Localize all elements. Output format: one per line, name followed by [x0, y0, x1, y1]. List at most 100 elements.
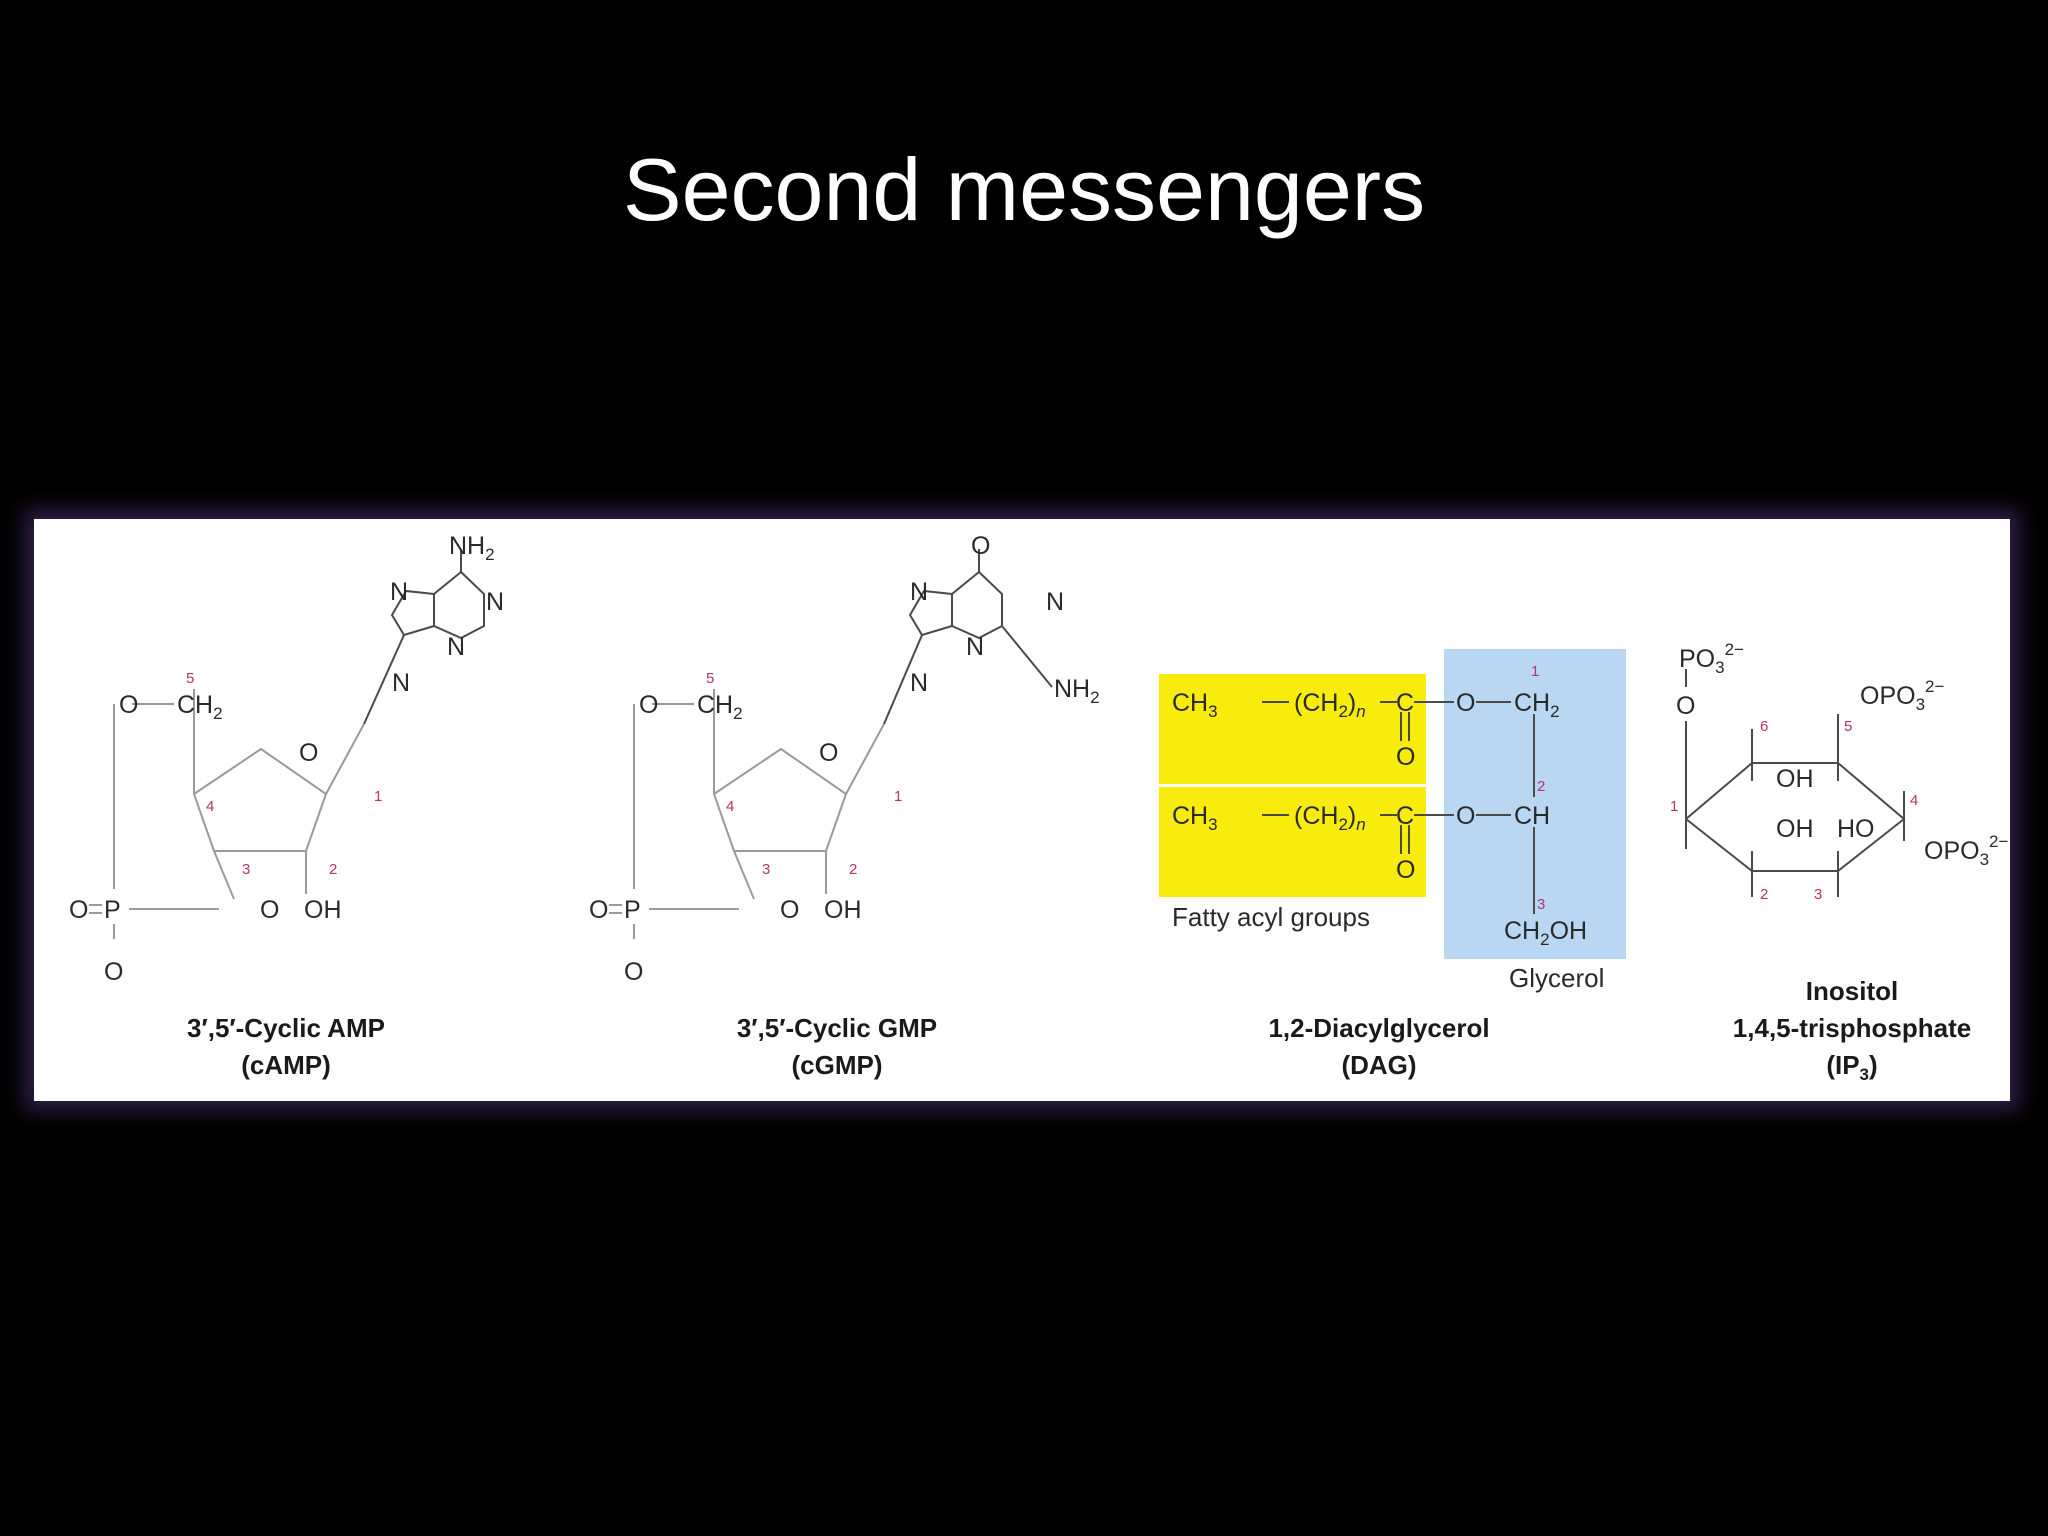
atom-label: CH [1302, 802, 1338, 830]
atom-label: PO [1679, 645, 1715, 673]
atom-label: O [639, 691, 658, 719]
camp-structure: NH2 N N N N O O CH2 P O O OH O 5 4 3 2 1… [69, 532, 504, 1080]
atom-label: O [780, 896, 799, 924]
subscript: 2 [1090, 688, 1099, 707]
locant: 5 [706, 670, 714, 687]
atom-label: C [1396, 689, 1414, 717]
superscript: 2− [1989, 832, 2008, 851]
dag-structure: CH3 (CH2)n C O O CH2 CH3 (CH2)n C O O CH… [1159, 649, 1626, 1080]
locant: 3 [1814, 886, 1822, 903]
slide-title: Second messengers [622, 140, 1426, 239]
cgmp-abbr: (cGMP) [792, 1050, 883, 1080]
locant: 3 [762, 861, 770, 878]
atom-label: N [447, 633, 465, 661]
atom-label: O [589, 896, 608, 924]
atom-label: OH [304, 896, 342, 924]
camp-name: 3′,5′-Cyclic AMP [187, 1013, 385, 1043]
glycerol-label: Glycerol [1509, 963, 1604, 993]
subscript: 3 [1916, 695, 1925, 714]
dag-abbr: (DAG) [1341, 1050, 1416, 1080]
fatty-acyl-highlight [1159, 674, 1426, 784]
atom-label: O [1456, 689, 1475, 717]
structures-diagram: NH2 N N N N O O CH2 P O O OH O 5 4 3 2 1… [69, 532, 2009, 1084]
cgmp-structure: O N N N N NH2 O O CH2 P O O OH O 5 4 3 2… [589, 532, 1100, 1080]
subscript: 2 [213, 704, 222, 723]
atom-label: O [819, 739, 838, 767]
ip3-name-line2: 1,4,5-trisphosphate [1733, 1013, 1971, 1043]
locant: 2 [1537, 778, 1545, 795]
atom-label: O [69, 896, 88, 924]
locant: 6 [1760, 718, 1768, 735]
subscript: n [1356, 702, 1365, 721]
locant: 2 [329, 861, 337, 878]
atom-label: O [260, 896, 279, 924]
svg-text:(CH2)n: (CH2)n [1294, 802, 1366, 834]
locant: 4 [206, 798, 214, 815]
fatty-acyl-highlight [1159, 787, 1426, 897]
cgmp-name: 3′,5′-Cyclic GMP [737, 1013, 937, 1043]
subscript: n [1356, 815, 1365, 834]
subscript: 2 [1338, 815, 1347, 834]
svg-text:CH2: CH2 [697, 691, 743, 723]
atom-label: O [1396, 743, 1415, 771]
atom-label: HO [1837, 815, 1875, 843]
atom-label: NH [449, 532, 485, 560]
atom-label: N [390, 578, 408, 606]
atom-label: OH [824, 896, 862, 924]
atom-label: OH [1776, 815, 1814, 843]
svg-text:CH3: CH3 [1172, 802, 1218, 834]
atom-label: OPO [1860, 682, 1916, 710]
locant: 2 [849, 861, 857, 878]
atom-label: N [910, 578, 928, 606]
ip3-structure: PO32− O OPO32− OH OH HO OPO32− 1 2 3 4 5… [1670, 640, 2009, 1084]
atom-label: CH [1172, 689, 1208, 717]
atom-label: P [104, 896, 121, 924]
svg-text:NH2: NH2 [449, 532, 495, 564]
locant: 1 [374, 788, 382, 805]
subscript: 2 [1540, 930, 1549, 949]
ip3-abbr: (IP3) [1826, 1050, 1877, 1084]
atom-label: N [910, 669, 928, 697]
atom-label: P [624, 896, 641, 924]
locant: 3 [242, 861, 250, 878]
atom-label: N [966, 633, 984, 661]
locant: 1 [1531, 663, 1539, 680]
atom-label: O [1456, 802, 1475, 830]
atom-label: CH [177, 691, 213, 719]
atom-label: NH [1054, 675, 1090, 703]
dag-name: 1,2-Diacylglycerol [1268, 1013, 1489, 1043]
svg-text:OPO32−: OPO32− [1924, 832, 2009, 869]
atom-label: C [1396, 802, 1414, 830]
locant: 4 [1910, 792, 1918, 809]
atom-label: CH [697, 691, 733, 719]
subscript: 2 [733, 704, 742, 723]
atom-label: O [624, 958, 643, 986]
atom-label: N [486, 588, 504, 616]
atom-label: O [1676, 692, 1695, 720]
atom-label: N [392, 669, 410, 697]
fatty-acyl-label: Fatty acyl groups [1172, 902, 1370, 932]
atom-label: CH [1172, 802, 1208, 830]
subscript: 3 [1715, 658, 1724, 677]
locant: 2 [1760, 886, 1768, 903]
locant: 1 [1670, 798, 1678, 815]
atom-label: O [119, 691, 138, 719]
subscript: 2 [485, 545, 494, 564]
superscript: 2− [1725, 640, 1744, 659]
atom-label: CH [1504, 917, 1540, 945]
atom-label: CH [1302, 689, 1338, 717]
locant: 5 [186, 670, 194, 687]
second-messengers-figure: NH2 N N N N O O CH2 P O O OH O 5 4 3 2 1… [34, 519, 2010, 1101]
svg-text:OPO32−: OPO32− [1860, 677, 1945, 714]
ip3-abbr-prefix: (IP [1826, 1050, 1859, 1080]
atom-label: OH [1550, 917, 1588, 945]
subscript: 3 [1208, 702, 1217, 721]
atom-label: O [299, 739, 318, 767]
ip3-abbr-subscript: 3 [1860, 1065, 1869, 1084]
subscript: 2 [1338, 702, 1347, 721]
atom-label: O [104, 958, 123, 986]
camp-abbr: (cAMP) [241, 1050, 331, 1080]
subscript: 2 [1550, 702, 1559, 721]
svg-text:PO32−: PO32− [1679, 640, 1744, 677]
atom-label: O [971, 532, 990, 560]
